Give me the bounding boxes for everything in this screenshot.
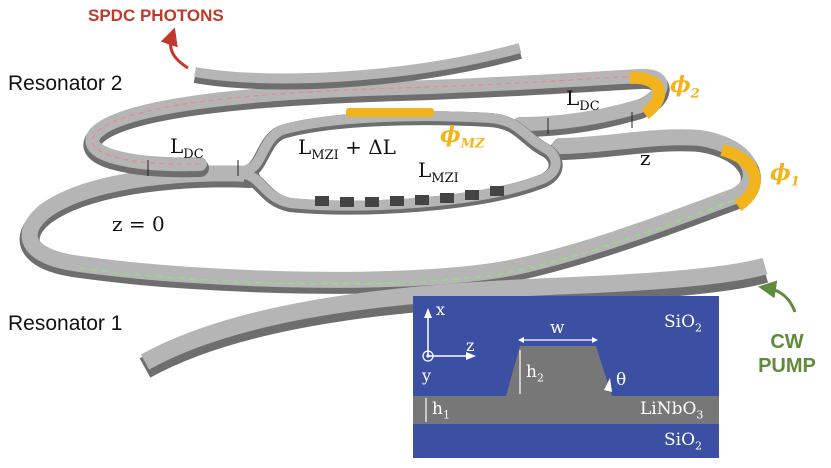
z-zero-label: z = 0 [112, 212, 165, 236]
z-right-label: z [640, 146, 651, 170]
inset-w: w [550, 318, 565, 338]
cross-section-inset [413, 296, 719, 458]
coupler-marks [147, 112, 633, 176]
ldc-right-main: L [566, 86, 580, 110]
lmzi-sub: MZI [431, 171, 459, 186]
inset-sio2-top-sub: 2 [695, 321, 703, 335]
spdc-label: SPDC PHOTONS [88, 6, 224, 26]
ldc-left-main: L [170, 134, 184, 158]
inset-linbo3-main: LiNbO [640, 399, 697, 419]
cw-pump-label: CW PUMP [746, 330, 828, 378]
cw-text: CW [770, 331, 804, 353]
ldc-left-sub: DC [183, 147, 204, 162]
inset-sio2-top: SiO2 [664, 312, 702, 334]
inset-sio2-bottom-sub: 2 [695, 439, 703, 453]
resonator-1-waveguide [19, 129, 761, 294]
phi-1-sub: 1 [790, 174, 800, 190]
spdc-bus-waveguide [193, 43, 522, 90]
heater-phi2 [629, 71, 666, 119]
phi-1-main: ϕ [770, 160, 791, 186]
spdc-text: SPDC PHOTONS [88, 6, 224, 25]
heater-phi1 [720, 144, 761, 211]
lmzi-dl-tail: + ΔL [338, 135, 396, 159]
inset-axis-z: z [466, 336, 474, 355]
pump-bus-waveguide [139, 257, 769, 378]
lmzi-main: L [418, 158, 432, 182]
inset-sio2-bottom: SiO2 [664, 430, 702, 452]
ldc-right-label: LDC [566, 86, 600, 114]
inset-axis-x-text: x [436, 300, 446, 319]
spdc-arrow [160, 27, 189, 70]
ldc-left-label: LDC [170, 134, 204, 162]
heater-mz [346, 108, 434, 117]
mzi-loop [242, 111, 563, 215]
resonator-1-label: Resonator 1 [8, 312, 122, 336]
inset-h1-sub: 1 [442, 408, 450, 422]
ldc-right-sub: DC [579, 99, 600, 114]
phi-mz-sub: MZ [460, 136, 485, 152]
inset-h2: h2 [526, 362, 544, 384]
inset-axis-x: x [436, 300, 445, 319]
phi-1-label: ϕ1 [770, 160, 800, 189]
inset-theta-text: θ [616, 370, 627, 390]
lmzi-label: LMZI [418, 158, 459, 186]
inset-h2-sub: 2 [536, 371, 544, 385]
lmzi-dl-label: LMZI + ΔL [298, 135, 396, 163]
resonator-1-text: Resonator 1 [8, 312, 123, 335]
z-zero-text: z = 0 [112, 212, 165, 236]
inset-sio2-top-main: SiO [664, 312, 696, 332]
resonator-2-text: Resonator 2 [8, 72, 123, 95]
lmzi-dl-sub: MZI [311, 148, 339, 163]
z-right-text: z [640, 146, 651, 170]
resonator-2-waveguide [83, 68, 670, 178]
phi-2-sub: 2 [690, 86, 700, 102]
inset-axis-y-text: y [422, 366, 432, 385]
inset-linbo3-sub: 3 [696, 408, 704, 422]
inset-theta: θ [616, 370, 626, 390]
inset-h1: h1 [432, 399, 450, 421]
phi-mz-label: ϕMZ [440, 122, 485, 151]
inset-h2-main: h [526, 362, 537, 382]
phi-2-main: ϕ [670, 72, 691, 98]
phi-2-label: ϕ2 [670, 72, 700, 101]
pump-arrow [758, 280, 797, 313]
inset-sio2-bottom-main: SiO [664, 430, 696, 450]
phi-mz-main: ϕ [440, 122, 461, 148]
resonator-2-label: Resonator 2 [8, 72, 122, 96]
pump-text: PUMP [758, 355, 816, 377]
inset-axis-y: y [422, 366, 431, 385]
inset-axis-z-text: z [466, 336, 475, 355]
lmzi-dl-main: L [298, 135, 312, 159]
inset-linbo3: LiNbO3 [640, 399, 703, 421]
poling-segment [315, 186, 504, 207]
inset-w-text: w [550, 318, 565, 338]
inset-h1-main: h [432, 399, 443, 419]
